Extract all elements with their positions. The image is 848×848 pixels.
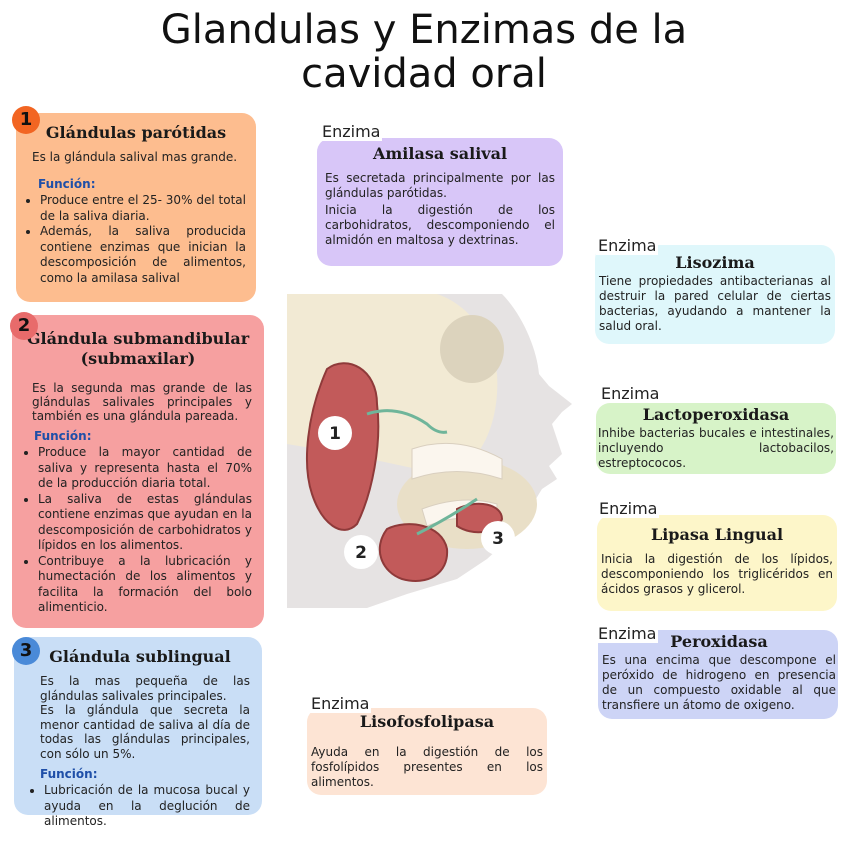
list-item: Produce la mayor cantidad de saliva y re… xyxy=(38,445,252,492)
enzyme-card-peroxidasa: Peroxidasa Es una encima que descompone … xyxy=(598,630,838,719)
illustration-label-2: 2 xyxy=(355,543,367,563)
submandibular-gland xyxy=(378,523,449,582)
parotid-duct xyxy=(366,409,448,434)
enzyme-text: Inhibe bacterias bucales e intestinales,… xyxy=(598,426,834,470)
enzyme-name: Lactoperoxidasa xyxy=(642,405,790,424)
enzyme-tag: Enzima xyxy=(596,236,659,255)
enzyme-name: Lisozima xyxy=(675,253,755,272)
label-circle-2 xyxy=(344,535,378,569)
enzyme-tag: Enzima xyxy=(320,122,383,141)
sublingual-desc-2: Es la glándula que secreta la menor cant… xyxy=(40,703,250,761)
sublingual-function-label: Función: xyxy=(40,767,98,781)
number-badge-2: 2 xyxy=(10,312,38,340)
submandibular-title-line-1: Glándula submandibular xyxy=(26,329,250,348)
page-title: Glandulas y Enzimas de la cavidad oral xyxy=(0,8,848,96)
sublingual-title: Glándula sublingual xyxy=(49,647,231,666)
title-line-2: cavidad oral xyxy=(301,51,547,97)
number-badge-3: 3 xyxy=(12,637,40,665)
sublingual-card: Glándula sublingual Es la mas pequeña de… xyxy=(14,637,262,828)
list-item: Además, la saliva producida contiene enz… xyxy=(40,224,246,286)
upper-teeth xyxy=(411,442,503,480)
number-badge-1: 1 xyxy=(12,106,40,134)
list-item: Produce entre el 25- 30% del total de la… xyxy=(40,193,246,224)
enzyme-name: Amilasa salival xyxy=(372,144,508,163)
list-item: Lubricación de la mucosa bucal y ayuda e… xyxy=(44,783,250,830)
sublingual-desc-1: Es la mas pequeña de las glándulas saliv… xyxy=(40,674,250,703)
enzyme-name: Lipasa Lingual xyxy=(650,525,784,544)
title-line-1: Glandulas y Enzimas de la xyxy=(160,7,688,53)
submandibular-duct xyxy=(416,497,478,536)
submandibular-card: Glándula submandibular (submaxilar) Es l… xyxy=(12,315,264,628)
enzyme-name: Peroxidasa xyxy=(670,632,768,651)
submandibular-desc: Es la segunda mas grande de las glándula… xyxy=(32,381,252,423)
parotid-function-list: Produce entre el 25- 30% del total de la… xyxy=(26,193,246,286)
enzyme-tag: Enzima xyxy=(599,384,662,403)
enzyme-tag: Enzima xyxy=(309,694,372,713)
enzyme-tag: Enzima xyxy=(597,499,660,518)
list-item: La saliva de estas glándulas contiene en… xyxy=(38,492,252,554)
parotid-desc: Es la glándula salival mas grande. xyxy=(32,150,238,164)
enzyme-text: Tiene propiedades antibacterianas al des… xyxy=(599,274,831,333)
salivary-glands-illustration: 1 2 3 xyxy=(287,294,572,608)
enzyme-text: Es secretada principalmente por las glán… xyxy=(325,171,555,200)
submandibular-function-label: Función: xyxy=(34,429,92,443)
eye-socket xyxy=(440,315,504,383)
enzyme-text: Inicia la digestión de los carbohidratos… xyxy=(325,203,555,247)
submandibular-title-line-2: (submaxilar) xyxy=(80,349,196,368)
submandibular-function-list: Produce la mayor cantidad de saliva y re… xyxy=(24,445,252,616)
enzyme-name: Lisofosfolipasa xyxy=(359,712,495,731)
enzyme-card-lisozima: Lisozima Tiene propiedades antibacterian… xyxy=(595,245,835,344)
enzyme-card-lipasa: Lipasa Lingual Inicia la digestión de lo… xyxy=(597,515,837,611)
sublingual-function-list: Lubricación de la mucosa bucal y ayuda e… xyxy=(30,783,250,830)
label-circle-1 xyxy=(318,416,352,450)
enzyme-card-amilasa: Amilasa salival Es secretada principalme… xyxy=(317,138,563,266)
enzyme-tag: Enzima xyxy=(596,624,659,643)
enzyme-text: Es una encima que descompone el peróxido… xyxy=(602,653,836,712)
enzyme-text: Inicia la digestión de los lípidos, desc… xyxy=(601,552,833,596)
label-circle-3 xyxy=(481,521,515,555)
submandibular-title: Glándula submandibular (submaxilar) xyxy=(24,329,252,369)
parotid-card: Glándulas parótidas Es la glándula saliv… xyxy=(16,113,256,302)
parotid-title: Glándulas parótidas xyxy=(45,123,227,142)
parotid-function-label: Función: xyxy=(38,177,96,191)
enzyme-card-lactoperoxidasa: Lactoperoxidasa Inhibe bacterias bucales… xyxy=(596,403,836,474)
enzyme-card-lisofosfolipasa: Lisofosfolipasa Ayuda en la digestión de… xyxy=(307,708,547,795)
list-item: Contribuye a la lubricación y humectació… xyxy=(38,554,252,616)
enzyme-text: Ayuda en la digestión de los fosfolípido… xyxy=(311,745,543,789)
illustration-label-3: 3 xyxy=(492,529,504,549)
illustration-label-1: 1 xyxy=(329,424,341,444)
